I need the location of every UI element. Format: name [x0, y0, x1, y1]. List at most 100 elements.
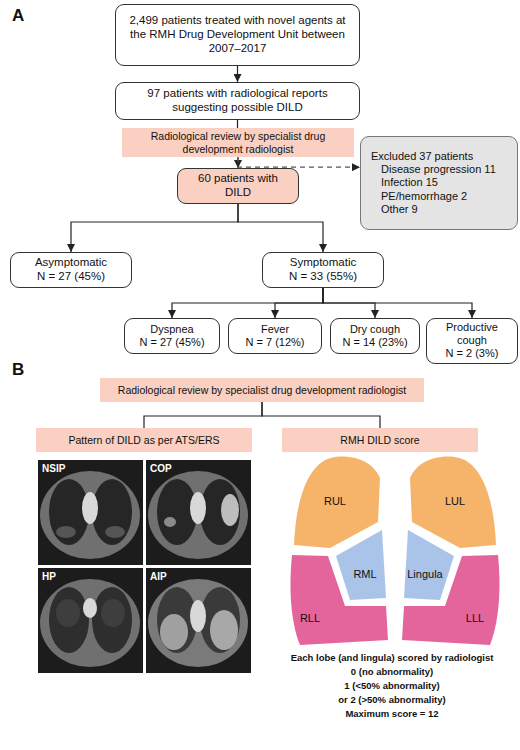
ct-scan-hp [38, 568, 143, 673]
pattern-label: AIP [150, 571, 210, 583]
category-box: SymptomaticN = 33 (55%) [262, 252, 384, 288]
node-text: Fever [261, 323, 289, 336]
ct-background [38, 460, 143, 565]
symptom-box: Dry coughN = 14 (23%) [330, 318, 420, 354]
pattern-label: NSIP [42, 463, 102, 475]
node-text: 2,499 patients treated with novel agents… [122, 14, 353, 55]
lung-diagram [291, 457, 500, 645]
ct-body [148, 471, 248, 559]
symptom-box: Productive coughN = 2 (3%) [426, 318, 518, 364]
process-band: Radiological review by specialist drug d… [122, 128, 354, 157]
node-detail: Disease progression 11 [371, 163, 496, 176]
lobe-label: RUL [310, 495, 360, 508]
flow-connector [237, 120, 238, 128]
ct-scan-aip [146, 568, 251, 673]
node-text: RMH DILD score [340, 434, 419, 447]
score-note: Maximum score = 12 [266, 708, 518, 719]
node-detail: N = 14 (23%) [342, 336, 407, 349]
lobe-label: Lingula [398, 568, 452, 581]
pattern-label: HP [42, 571, 102, 583]
lobe-label: LUL [430, 495, 480, 508]
node-detail: N = 33 (55%) [289, 270, 357, 284]
ct-opacity [105, 526, 125, 538]
node-text: Radiological review by specialist drug d… [126, 130, 350, 155]
node-text: Pattern of DILD as per ATS/ERS [69, 434, 220, 447]
ct-opacity [56, 526, 76, 538]
exclusion-box: Excluded 37 patientsDisease progression … [360, 136, 518, 230]
dashed-arrow [238, 157, 360, 167]
ct-scan-nsip [38, 460, 143, 565]
ct-mediastinum [190, 600, 206, 632]
lobe-label: RLL [285, 612, 335, 625]
process-band: Radiological review by specialist drug d… [100, 378, 424, 402]
node-detail: N = 27 (45%) [139, 336, 204, 349]
ct-mediastinum [82, 492, 98, 524]
process-box: 2,499 patients treated with novel agents… [115, 4, 360, 66]
node-text: Productive cough [430, 321, 514, 347]
ct-opacity [164, 517, 176, 527]
ct-consolidation [221, 494, 239, 526]
symptom-box: DyspneaN = 27 (45%) [124, 318, 220, 354]
middle-lobe-shape [336, 530, 386, 600]
panel-label: A [12, 6, 42, 26]
node-text: Symptomatic [290, 256, 356, 270]
flow-connector [237, 66, 238, 82]
ct-lung [200, 479, 240, 545]
lingula-shape [404, 530, 454, 600]
node-detail: N = 27 (45%) [37, 270, 105, 284]
symptom-box: FeverN = 7 (12%) [228, 318, 322, 354]
ct-background [38, 568, 143, 673]
lobe-label: LLL [450, 612, 500, 625]
score-note: 0 (no abnormality) [266, 666, 518, 677]
node-text: Dyspnea [150, 323, 193, 336]
node-detail: N = 2 (3%) [446, 347, 499, 360]
node-text: Excluded 37 patients [371, 150, 473, 163]
ct-lung [49, 587, 89, 653]
score-note: Each lobe (and lingula) scored by radiol… [266, 652, 518, 663]
ct-body [40, 579, 140, 667]
panel-label: B [12, 360, 42, 380]
score-note: or 2 (>50% abnormality) [266, 694, 518, 705]
ct-lung [92, 479, 132, 545]
category-box: AsymptomaticN = 27 (45%) [10, 252, 132, 288]
ct-lung [200, 587, 240, 653]
ct-body [40, 471, 140, 559]
node-text: Asymptomatic [35, 256, 107, 270]
node-detail: Infection 15 [371, 176, 438, 189]
node-text: Radiological review by specialist drug d… [118, 384, 406, 397]
ct-background [146, 460, 251, 565]
flow-connector [262, 402, 380, 428]
ct-body [148, 579, 248, 667]
section-band: RMH DILD score [282, 428, 478, 452]
flow-connector [172, 288, 323, 318]
flow-connector [144, 402, 262, 428]
ct-scan-cop [146, 460, 251, 565]
node-text: 60 patients with DILD [184, 172, 292, 200]
ct-consolidation [160, 614, 188, 650]
ct-mediastinum [190, 492, 206, 524]
ct-lung [92, 587, 132, 653]
section-band: Pattern of DILD as per ATS/ERS [36, 428, 252, 452]
ct-background [146, 568, 251, 673]
node-detail: N = 7 (12%) [246, 336, 305, 349]
flow-connector [238, 204, 323, 252]
node-text: 97 patients with radiological reports su… [122, 87, 353, 115]
ct-ground-glass [56, 599, 80, 627]
flow-connector [323, 288, 472, 318]
ct-ground-glass [101, 599, 125, 627]
flow-connector [71, 204, 238, 252]
node-text: Dry cough [350, 323, 400, 336]
flow-connector [275, 288, 323, 318]
process-box: 97 patients with radiological reports su… [115, 82, 360, 120]
node-detail: PE/hemorrhage 2 [371, 190, 467, 203]
upper-lobe-shape [410, 457, 496, 548]
node-detail: Other 9 [371, 203, 418, 216]
ct-consolidation [210, 610, 238, 650]
lobe-label: RML [340, 568, 390, 581]
upper-lobe-shape [294, 457, 380, 548]
ct-trachea [83, 598, 97, 618]
score-note: 1 (<50% abnormality) [266, 680, 518, 691]
pattern-label: COP [150, 463, 210, 475]
result-box: 60 patients with DILD [177, 168, 299, 204]
